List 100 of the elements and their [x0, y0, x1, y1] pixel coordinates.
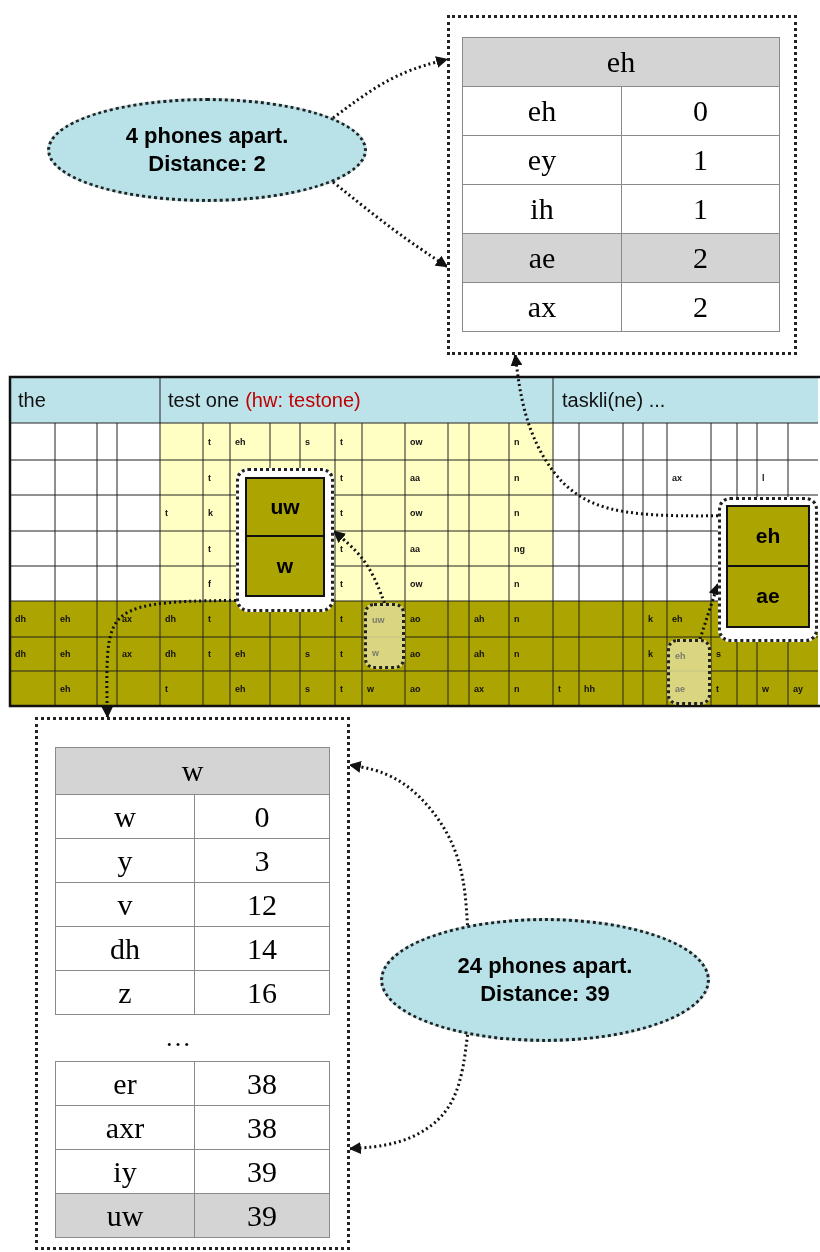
phone-label: t — [165, 683, 168, 695]
phone-label: t — [716, 683, 719, 695]
phone-label: eh — [60, 683, 71, 695]
phone-label: t — [208, 649, 211, 660]
phone-label: w — [372, 647, 379, 658]
phone-label: aa — [410, 472, 420, 484]
phone-label: eh — [235, 683, 246, 695]
phone-label: ow — [410, 578, 423, 590]
phone-label: t — [340, 508, 343, 519]
phone-label: t — [340, 614, 343, 625]
table-cell: ae — [462, 233, 622, 283]
table-cell: 39 — [194, 1193, 330, 1238]
highlight-mark — [667, 639, 711, 705]
dotted-arrow — [510, 353, 718, 518]
callout-text: 24 phones apart. Distance: 39 — [456, 952, 634, 1008]
table-cell: uw — [55, 1193, 195, 1238]
table-cell: 2 — [621, 282, 780, 332]
table-frame — [35, 717, 350, 1250]
phone-label: eh — [60, 614, 71, 625]
phone-label: t — [208, 436, 211, 448]
phone-label: t — [340, 543, 343, 555]
phone-label: n — [514, 683, 520, 695]
phone-label: t — [340, 578, 343, 590]
phone-label: uw — [372, 614, 385, 625]
phone-label: ao — [410, 683, 421, 695]
phone-label: t — [208, 472, 211, 484]
phone-label: t — [340, 436, 343, 448]
phone-label: t — [165, 508, 168, 519]
phone-label: eh — [672, 614, 683, 625]
dotted-arrow — [333, 530, 386, 604]
dotted-arrow — [348, 1034, 470, 1154]
phone-label: n — [514, 472, 520, 484]
phone-label: t — [340, 683, 343, 695]
phone-label: ax — [474, 683, 484, 695]
phone-label: w — [762, 683, 769, 695]
phone-label: ax — [122, 649, 132, 660]
phone-label: eh — [60, 649, 71, 660]
phone-label: ng — [514, 543, 525, 555]
table-cell: 2 — [621, 233, 780, 283]
phone-label: ah — [474, 614, 485, 625]
table-cell: z — [55, 970, 195, 1015]
phone-label: dh — [15, 649, 26, 660]
table-cell: 16 — [194, 970, 330, 1015]
phone-label: n — [514, 508, 520, 519]
highlight-mark — [364, 603, 405, 669]
word-heading: (hw: testone) — [245, 388, 361, 412]
phone-label: ao — [410, 649, 421, 660]
phone-label: s — [305, 436, 310, 448]
dotted-arrow — [332, 56, 449, 120]
ellipsis-text: … — [165, 1023, 191, 1053]
phone-label: n — [514, 436, 520, 448]
phone-label: ay — [793, 683, 803, 695]
phone-label: eh — [235, 649, 246, 660]
phone-label: s — [716, 649, 721, 660]
word-heading: the — [18, 388, 46, 412]
zoom-callout — [236, 468, 334, 612]
phone-tile: ae — [726, 564, 810, 628]
table-cell: er — [55, 1061, 195, 1106]
dotted-arrow — [348, 761, 470, 926]
phone-label: ow — [410, 436, 423, 448]
table-header: eh — [462, 37, 780, 87]
phone-label: ax — [122, 614, 132, 625]
phone-tile: uw — [245, 477, 325, 537]
word-heading: taskli(ne) ... — [562, 388, 666, 412]
phone-label: k — [648, 614, 653, 625]
phone-label: t — [208, 614, 211, 625]
phone-label: aa — [410, 543, 420, 555]
phone-label: t — [208, 543, 211, 555]
phone-label: t — [340, 649, 343, 660]
table-cell: ax — [462, 282, 622, 332]
phone-label: l — [762, 472, 765, 484]
table-cell: 38 — [194, 1061, 330, 1106]
phone-label: eh — [235, 436, 246, 448]
phone-label: t — [340, 472, 343, 484]
phone-label: ah — [474, 649, 485, 660]
phone-label: s — [305, 683, 310, 695]
phone-label: n — [514, 578, 520, 590]
phone-label: ow — [410, 508, 423, 519]
phone-label: ax — [672, 472, 682, 484]
phone-label: s — [305, 649, 310, 660]
dotted-arrow — [101, 599, 236, 719]
phone-tile: eh — [726, 505, 810, 567]
phone-label: w — [367, 683, 374, 695]
phone-label: t — [558, 683, 561, 695]
phone-label: k — [208, 508, 213, 519]
callout-text: 4 phones apart. Distance: 2 — [124, 122, 290, 178]
phone-label: dh — [15, 614, 26, 625]
phone-label: n — [514, 649, 520, 660]
phone-label: hh — [584, 683, 595, 695]
phone-label: n — [514, 614, 520, 625]
table-header: w — [55, 747, 330, 795]
phone-label: k — [648, 649, 653, 660]
phone-label: ae — [675, 683, 685, 694]
dotted-arrow — [698, 582, 721, 640]
phone-label: dh — [165, 614, 176, 625]
phone-label: ao — [410, 614, 421, 625]
dotted-arrow — [332, 180, 448, 268]
phone-label: eh — [675, 650, 686, 661]
phone-label: dh — [165, 649, 176, 660]
phone-tile: w — [245, 535, 325, 597]
